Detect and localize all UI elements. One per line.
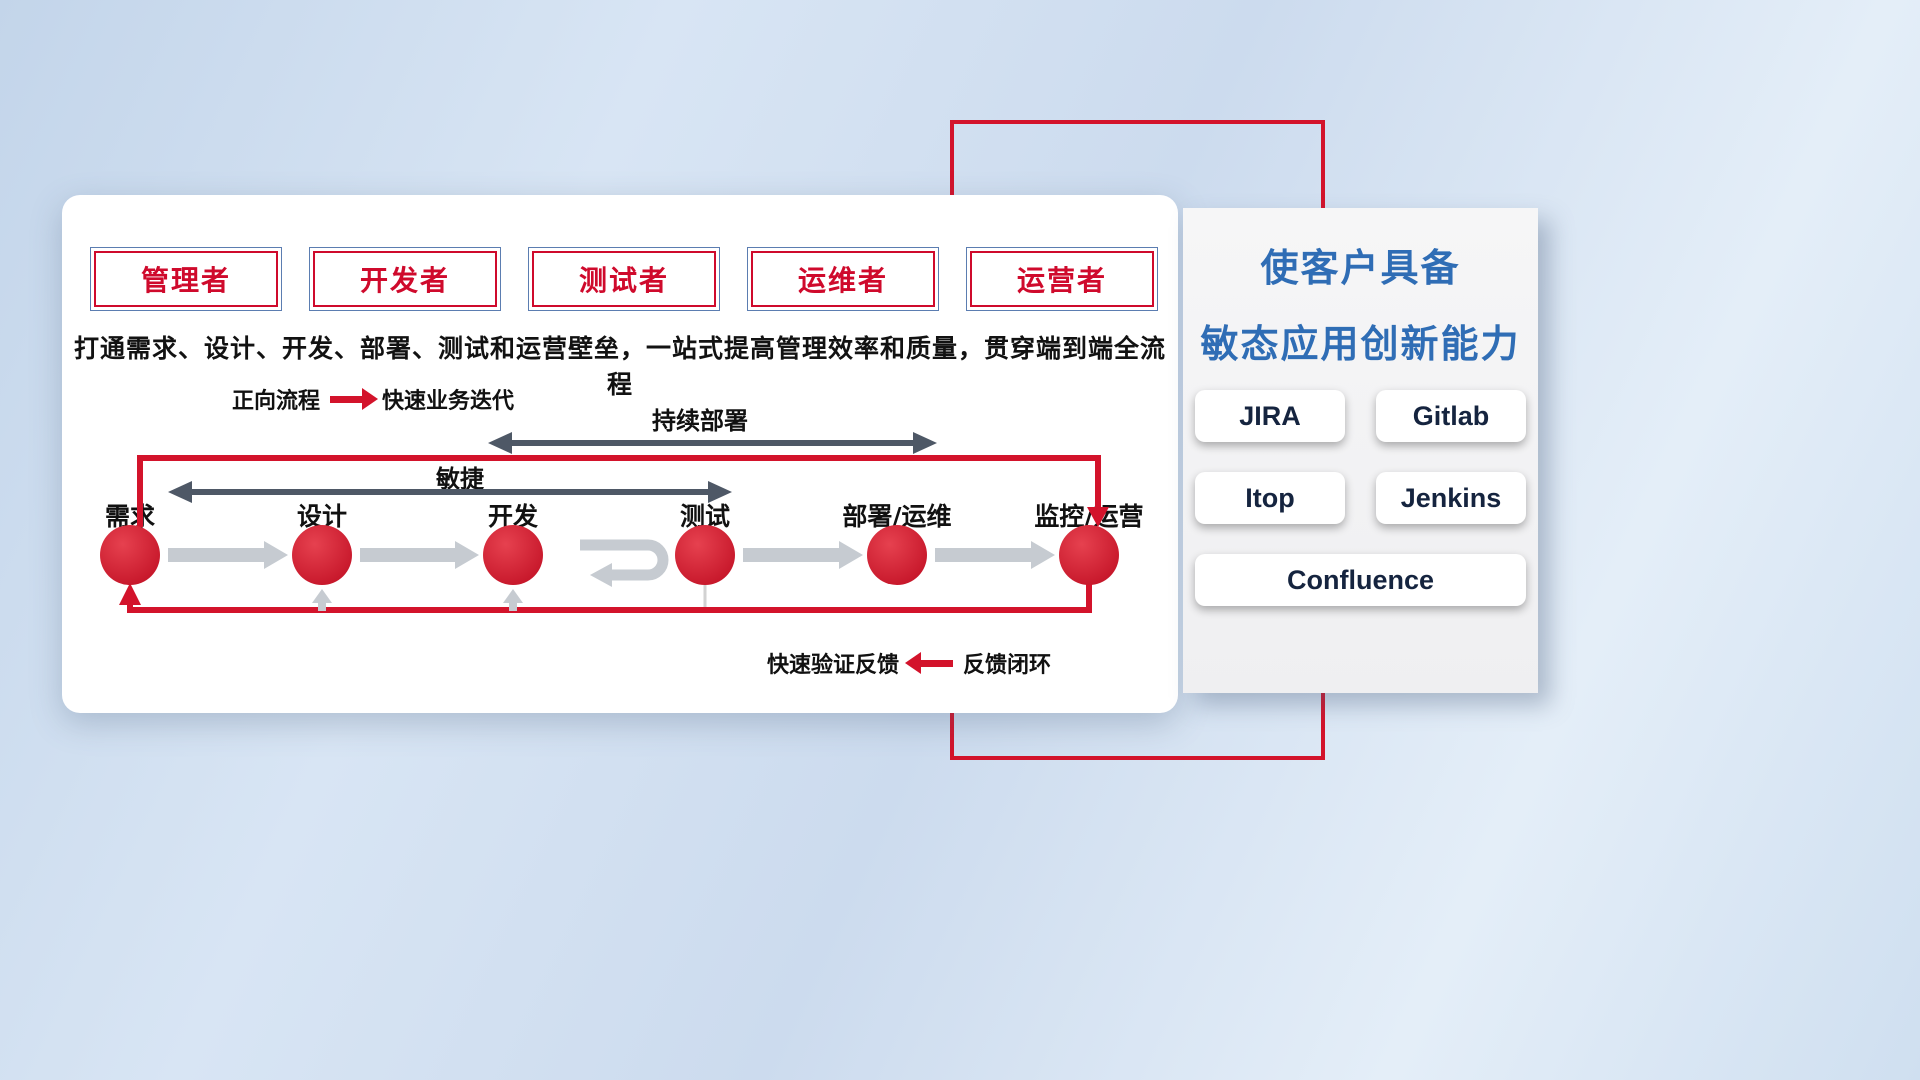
iterate-loop-icon <box>580 539 669 587</box>
role-box-manager: 管理者 <box>90 247 282 311</box>
role-label-tester: 测试者 <box>532 251 716 307</box>
role-box-operator: 运营者 <box>966 247 1158 311</box>
stage-node-develop <box>483 525 543 585</box>
panel-title-line1: 使客户具备 <box>1260 246 1461 290</box>
stage-node-deploy-ops <box>867 525 927 585</box>
flow-arrows <box>168 541 1055 569</box>
description-text: 打通需求、设计、开发、部署、测试和运营壁垒，一站式提高管理效率和质量，贯穿端到端… <box>73 334 1166 399</box>
panel-title: 使客户具备 敏态应用创新能力 <box>1183 230 1538 382</box>
role-label-ops: 运维者 <box>751 251 935 307</box>
stage-node-requirement <box>100 525 160 585</box>
legend-feedback: 快速验证反馈 反馈闭环 <box>767 647 1051 679</box>
role-label-operator: 运营者 <box>970 251 1154 307</box>
legend-forward-label: 正向流程 <box>232 389 321 414</box>
legend-feedback-label: 快速验证反馈 <box>767 653 900 678</box>
role-box-tester: 测试者 <box>528 247 720 311</box>
role-box-developer: 开发者 <box>309 247 501 311</box>
tool-jira: JIRA <box>1195 390 1345 442</box>
tool-confluence: Confluence <box>1195 554 1526 606</box>
legend-forward: 正向流程 快速业务迭代 <box>232 383 514 415</box>
develop-feedback-arrow-icon <box>503 589 523 611</box>
feedback-loop-line <box>119 583 1092 613</box>
role-label-developer: 开发者 <box>313 251 497 307</box>
role-label-manager: 管理者 <box>94 251 278 307</box>
legend-forward-value: 快速业务迭代 <box>382 389 515 414</box>
role-box-ops: 运维者 <box>747 247 939 311</box>
panel-title-line2: 敏态应用创新能力 <box>1200 322 1521 366</box>
design-feedback-arrow-icon <box>312 589 332 611</box>
flow-diagram <box>100 432 1119 613</box>
capability-panel: 使客户具备 敏态应用创新能力 JIRA Gitlab Itop Jenkins … <box>1183 208 1538 693</box>
forward-loop-line <box>137 455 1109 527</box>
tool-itop: Itop <box>1195 472 1345 524</box>
stage-node-test <box>675 525 735 585</box>
main-card: 管理者 开发者 测试者 运维者 运营者 打通需求、设计、开发、部署、测试和运营壁… <box>62 195 1178 713</box>
continuous-deploy-label: 持续部署 <box>652 407 748 435</box>
tool-buttons: JIRA Gitlab Itop Jenkins Confluence <box>1195 390 1526 606</box>
feedback-arrow-icon <box>921 659 954 667</box>
stage-nodes <box>100 525 1119 585</box>
roles-row: 管理者 开发者 测试者 运维者 运营者 <box>90 247 1158 311</box>
continuous-deploy-arrow <box>488 432 937 454</box>
stage-node-monitor-ops <box>1059 525 1119 585</box>
stage-node-design <box>292 525 352 585</box>
agile-arrow <box>168 481 732 503</box>
tool-gitlab: Gitlab <box>1376 390 1526 442</box>
agile-label: 敏捷 <box>436 465 484 493</box>
legend-feedback-value: 反馈闭环 <box>963 653 1052 678</box>
forward-arrow-icon <box>330 395 363 403</box>
tool-jenkins: Jenkins <box>1376 472 1526 524</box>
